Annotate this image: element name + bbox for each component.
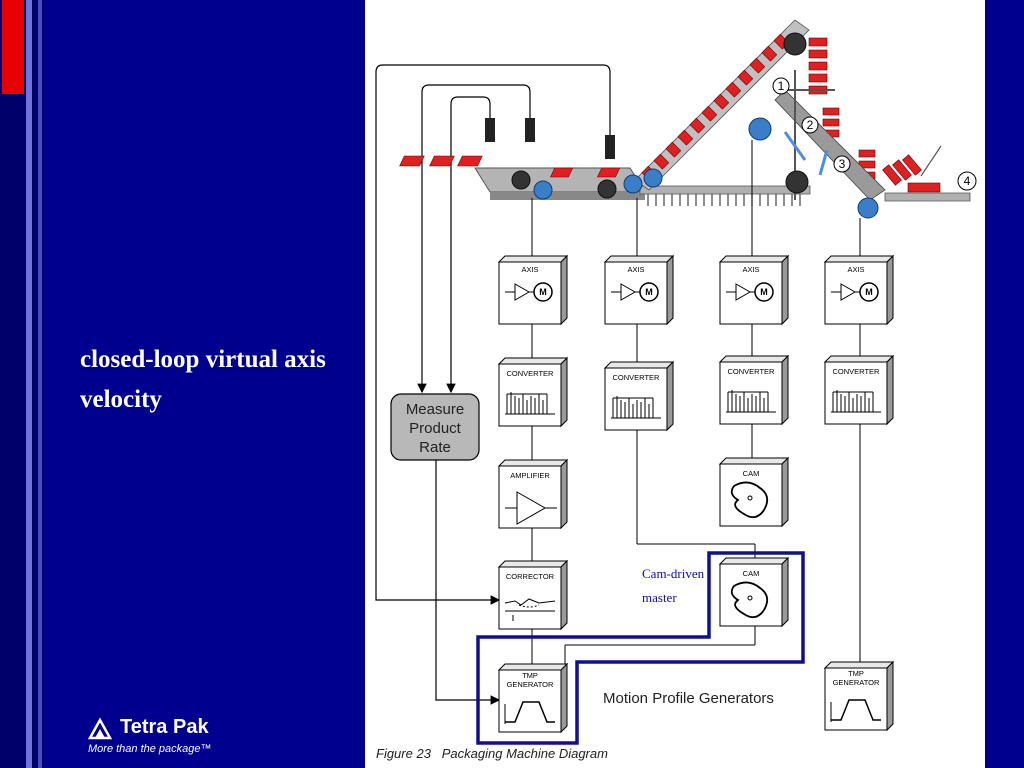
station-number-2: 2 xyxy=(807,118,814,132)
svg-text:CAM: CAM xyxy=(743,469,760,478)
left-stripe-light xyxy=(26,0,32,768)
svg-text:GENERATOR: GENERATOR xyxy=(833,678,880,687)
station-number-1: 1 xyxy=(778,79,785,93)
left-stripe-light-2 xyxy=(38,0,42,768)
axis-block-1: AXIS M xyxy=(498,255,568,325)
feedback-lines xyxy=(375,64,611,705)
svg-text:CONVERTER: CONVERTER xyxy=(507,369,555,378)
svg-text:GENERATOR: GENERATOR xyxy=(507,680,554,689)
svg-text:AXIS: AXIS xyxy=(521,265,538,274)
axis-connection-lines xyxy=(531,140,861,667)
measure-box-line-1: Measure xyxy=(406,401,464,418)
measure-product-rate-box: Measure Product Rate xyxy=(390,393,480,461)
svg-text:AXIS: AXIS xyxy=(742,265,759,274)
svg-text:CORRECTOR: CORRECTOR xyxy=(506,572,555,581)
amplifier-block: AMPLIFIER xyxy=(498,459,568,529)
svg-text:TMP: TMP xyxy=(848,669,864,678)
corrector-block: CORRECTOR xyxy=(498,560,568,630)
svg-text:CONVERTER: CONVERTER xyxy=(833,367,881,376)
station-number-4: 4 xyxy=(964,174,971,188)
axis-block-3: AXIS M xyxy=(719,255,789,325)
tmp-generator-block-1: TMP GENERATOR xyxy=(498,663,568,733)
packaging-machine-diagram: 1 2 3 4 Measure xyxy=(365,0,985,768)
svg-text:AXIS: AXIS xyxy=(627,265,644,274)
axis-block-4: AXIS M xyxy=(824,255,894,325)
tmp-generator-block-2: TMP GENERATOR xyxy=(824,661,894,731)
cam-block-2: CAM xyxy=(719,557,789,627)
svg-text:CAM: CAM xyxy=(743,569,760,578)
slide-title: closed-loop virtual axis velocity xyxy=(80,346,326,413)
left-stripe-dark xyxy=(0,0,44,768)
svg-text:M: M xyxy=(760,287,768,297)
station-number-3: 3 xyxy=(839,157,846,171)
svg-text:M: M xyxy=(539,287,547,297)
converter-block-1: CONVERTER xyxy=(498,357,568,427)
measure-box-line-3: Rate xyxy=(419,439,451,456)
converter-block-2: CONVERTER xyxy=(604,361,674,431)
machine-illustration: 1 2 3 4 xyxy=(399,19,977,219)
svg-text:M: M xyxy=(865,287,873,297)
svg-text:CONVERTER: CONVERTER xyxy=(613,373,661,382)
cam-driven-master-highlight xyxy=(476,551,805,745)
svg-text:AXIS: AXIS xyxy=(847,265,864,274)
red-accent-tab xyxy=(2,0,24,94)
tetra-pak-logo-icon xyxy=(88,718,113,740)
svg-text:AMPLIFIER: AMPLIFIER xyxy=(510,471,550,480)
logo-tagline: More than the package™ xyxy=(88,743,212,755)
svg-text:M: M xyxy=(645,287,653,297)
converter-block-4: CONVERTER xyxy=(824,355,894,425)
converter-block-3: CONVERTER xyxy=(719,355,789,425)
figure-caption: Figure 23 Packaging Machine Diagram xyxy=(376,746,608,761)
svg-text:CONVERTER: CONVERTER xyxy=(728,367,776,376)
axis-block-2: AXIS M xyxy=(604,255,674,325)
cam-driven-annotation-line-2: master xyxy=(642,590,677,605)
svg-text:TMP: TMP xyxy=(522,671,538,680)
cam-block-1: CAM xyxy=(719,457,789,527)
logo-brand: Tetra Pak xyxy=(120,716,209,738)
motion-profile-generators-label: Motion Profile Generators xyxy=(603,690,774,707)
cam-driven-annotation-line-1: Cam-driven xyxy=(642,566,705,581)
right-stripe xyxy=(985,0,1024,768)
measure-box-line-2: Product xyxy=(409,420,462,437)
